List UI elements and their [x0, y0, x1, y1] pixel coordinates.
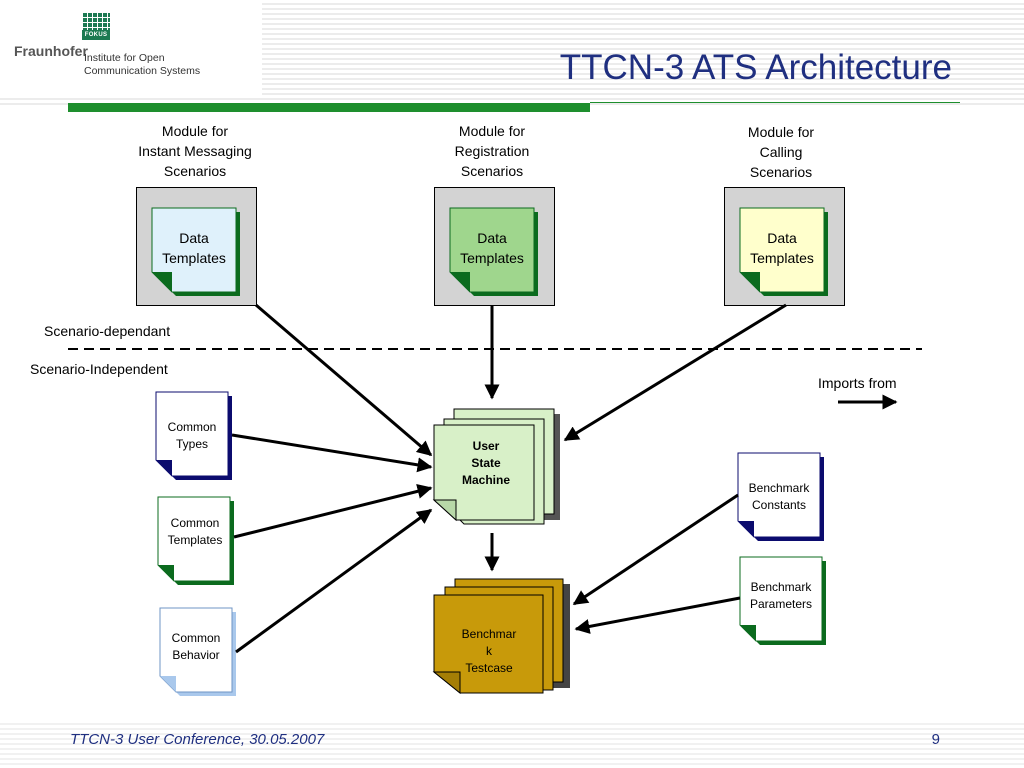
doc-line-1: Data	[767, 230, 797, 246]
testcase-line-3: Testcase	[465, 661, 513, 675]
doc-line-1: Benchmark	[751, 580, 813, 594]
module-label-instant-messaging: Module for Instant Messaging Scenarios	[110, 121, 280, 181]
scenario-dependant-label: Scenario-dependant	[44, 323, 171, 339]
module-label-line: Instant Messaging	[138, 143, 252, 159]
data-templates-doc-registration: Data Templates	[449, 207, 538, 296]
doc-line-2: Types	[176, 437, 208, 451]
footer-background	[0, 720, 1024, 768]
import-arrows	[231, 303, 787, 654]
doc-line-1: Benchmark	[749, 481, 811, 495]
usm-line-1: User	[473, 439, 500, 453]
common-behavior-doc: Common Behavior	[159, 607, 236, 696]
testcase-line-2: k	[486, 644, 493, 658]
common-types-doc: Common Types	[155, 391, 232, 480]
module-label-line: Registration	[454, 143, 530, 159]
module-label-line: Calling	[759, 144, 803, 160]
module-label-line: Scenarios	[460, 163, 524, 179]
benchmark-testcase-stack: Benchmar k Testcase	[432, 578, 570, 695]
usm-line-2: State	[471, 456, 501, 470]
benchmark-parameters-doc: Benchmark Parameters	[739, 556, 826, 645]
doc-line-1: Common	[172, 631, 221, 645]
doc-line-1: Common	[171, 516, 220, 530]
institute-line-1: Institute for Open	[84, 52, 165, 64]
arrow-calling-to-usm	[563, 303, 787, 442]
module-label-line: Module for	[161, 123, 229, 139]
arrow-constants-to-testcase	[572, 493, 739, 606]
data-templates-doc-calling: Data Templates	[739, 207, 828, 296]
title-underline-thin	[590, 102, 960, 103]
arrow-templates-to-usm	[233, 483, 433, 539]
page-number: 9	[931, 731, 940, 748]
footer-text: TTCN-3 User Conference, 30.05.2007	[70, 731, 325, 748]
testcase-line-1: Benchmar	[462, 627, 517, 641]
module-label-line: Module for	[458, 123, 526, 139]
module-label-line: Scenarios	[163, 163, 227, 179]
common-templates-doc: Common Templates	[157, 496, 234, 585]
brand-name: Fraunhofer	[14, 43, 88, 59]
doc-line-2: Templates	[750, 250, 814, 266]
module-label-registration: Module for Registration Scenarios	[407, 121, 577, 181]
institute-name: Institute for Open Communication Systems	[84, 52, 200, 78]
module-label-calling: Module for Calling Scenarios	[696, 122, 866, 182]
doc-line-1: Data	[179, 230, 209, 246]
module-label-line: Scenarios	[749, 164, 813, 180]
arrow-types-to-usm	[231, 433, 433, 473]
usm-line-3: Machine	[462, 473, 510, 487]
legend-label: Imports from	[818, 375, 897, 391]
logo-area: FOKUS Fraunhofer Institute for Open Comm…	[0, 0, 262, 98]
user-state-machine-stack: User State Machine	[432, 408, 560, 525]
institute-line-2: Communication Systems	[84, 65, 201, 77]
benchmark-constants-doc: Benchmark Constants	[737, 452, 824, 541]
arrow-behavior-to-usm	[235, 508, 433, 654]
title-underline	[68, 103, 590, 112]
doc-line-1: Common	[168, 420, 217, 434]
doc-line-2: Parameters	[750, 597, 812, 611]
arrow-im-to-usm	[255, 303, 433, 457]
doc-line-2: Templates	[162, 250, 226, 266]
module-label-line: Module for	[747, 124, 815, 140]
logo-mark-label: FOKUS	[82, 30, 110, 40]
doc-line-2: Behavior	[172, 648, 219, 662]
arrow-parameters-to-testcase	[574, 596, 741, 634]
doc-line-2: Templates	[460, 250, 524, 266]
scenario-independent-label: Scenario-Independent	[30, 361, 168, 377]
data-templates-doc-im: Data Templates	[151, 207, 240, 296]
slide-title: TTCN-3 ATS Architecture	[559, 48, 952, 87]
doc-line-1: Data	[477, 230, 507, 246]
doc-line-2: Constants	[752, 498, 806, 512]
doc-line-2: Templates	[168, 533, 223, 547]
